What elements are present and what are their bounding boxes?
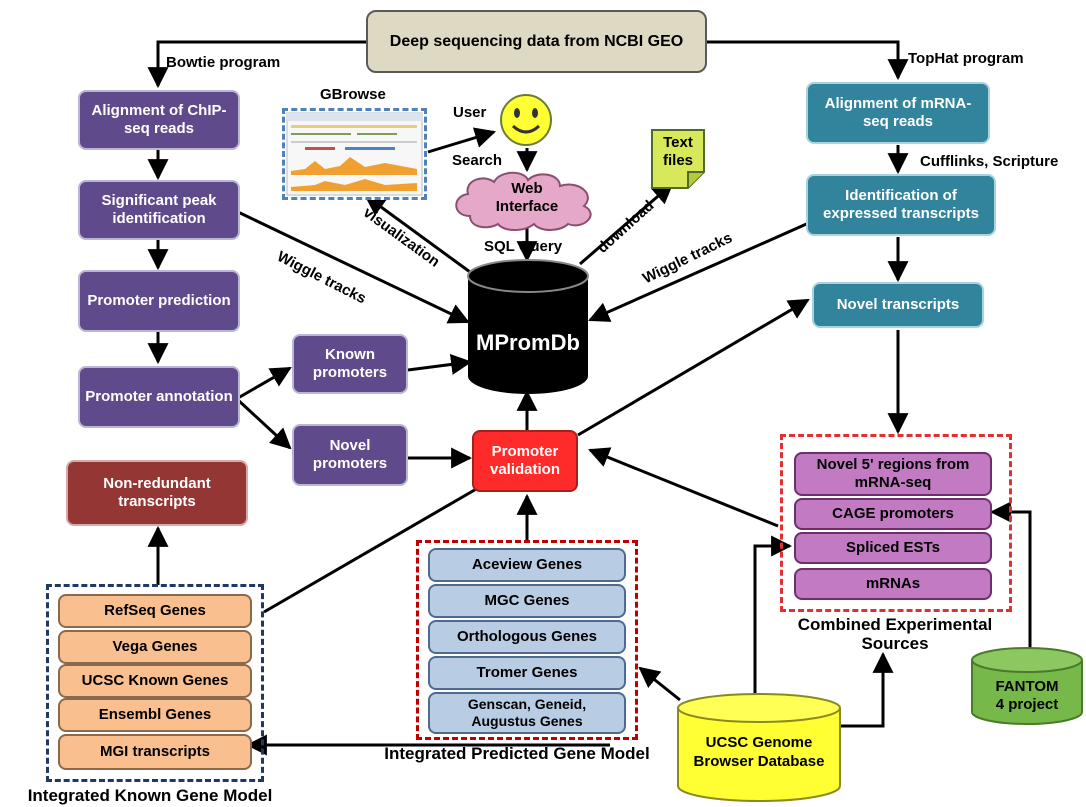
ucsc-label: UCSC Genome Browser Database [693, 734, 825, 770]
arrow-gbrowse-user [427, 127, 497, 154]
arrow-bowtie [147, 40, 366, 89]
fantom-cylinder-icon [971, 647, 1083, 725]
arrow-wiggle-right [588, 208, 839, 322]
database-cylinder-icon [467, 259, 589, 394]
gbrowse-thumbnail-icon [286, 112, 423, 196]
arrow-download [579, 182, 674, 266]
known-item-ensembl: Ensembl Genes [58, 698, 252, 732]
fantom-label: FANTOM 4 project [995, 678, 1059, 713]
pred-item-orthologous: Orthologous Genes [428, 620, 626, 654]
cloud-icon [455, 171, 592, 231]
predicted-group [416, 540, 638, 740]
arrow-tophat [707, 40, 909, 81]
arrow-val-novel-transcripts [577, 298, 810, 437]
box-promoter-validation: Promoter validation [472, 430, 578, 492]
db-label: MPromDb [476, 330, 580, 355]
box-promoter-annotation: Promoter annotation [78, 366, 240, 428]
label-user: User [453, 104, 487, 121]
label-gbrowse: GBrowse [320, 86, 386, 103]
text-files-label: Text files [662, 134, 693, 169]
text-file-icon [651, 129, 705, 189]
label-bowtie: Bowtie program [166, 54, 281, 71]
predicted-title: Integrated Predicted Gene Model [384, 744, 650, 763]
box-alignment-mrna: Alignment of mRNA-seq reads [806, 82, 990, 144]
pred-item-mgc: MGC Genes [428, 584, 626, 618]
known-title: Integrated Known Gene Model [27, 786, 273, 805]
experimental-group [780, 434, 1012, 612]
web-interface-label: Web Interface [495, 180, 559, 215]
line-known-val [263, 486, 479, 614]
known-item-vega: Vega Genes [58, 630, 252, 664]
box-known-promoters: Known promoters [292, 334, 408, 394]
arrow-exp-val [588, 447, 779, 528]
label-sql-query: SQL Query [484, 238, 563, 255]
ucsc-cylinder-icon [677, 693, 841, 802]
experimental-title: Combined Experimental Sources [797, 615, 993, 653]
source-ncbi-geo: Deep sequencing data from NCBI GEO [366, 10, 707, 73]
label-search: Search [452, 152, 503, 169]
known-group [46, 584, 264, 782]
arrow-known [237, 366, 292, 400]
box-novel-promoters: Novel promoters [292, 424, 408, 486]
box-significant-peak: Significant peak identification [78, 180, 240, 240]
known-item-mgi: MGI transcripts [58, 734, 252, 770]
label-tophat: TopHat program [908, 50, 1024, 67]
arrow-novel [236, 398, 292, 450]
pred-item-tromer: Tromer Genes [428, 656, 626, 690]
arrow-wiggle-left [237, 210, 470, 324]
exp-item-ests: Spliced ESTs [794, 532, 992, 564]
box-promoter-prediction: Promoter prediction [78, 270, 240, 332]
arrow-ucsc-exp [840, 651, 894, 728]
exp-item-mrnas: mRNAs [794, 568, 992, 600]
arrow-ucsc-pred [638, 666, 681, 702]
known-item-ucsc: UCSC Known Genes [58, 664, 252, 698]
arrow-known-db [407, 354, 473, 375]
pred-item-genscan: Genscan, Geneid, Augustus Genes [428, 692, 626, 734]
gbrowse-panel [282, 108, 427, 200]
label-cufflinks: Cufflinks, Scripture [920, 153, 1059, 170]
exp-item-novel5: Novel 5' regions from mRNA-seq [794, 452, 992, 496]
user-smiley-icon [500, 94, 552, 146]
box-novel-transcripts: Novel transcripts [812, 282, 984, 328]
arrow-ucsc-ests [753, 535, 793, 700]
arrow-fantom-cage [989, 501, 1032, 652]
box-non-redundant: Non-redundant transcripts [66, 460, 248, 526]
pred-item-aceview: Aceview Genes [428, 548, 626, 582]
known-item-refseq: RefSeq Genes [58, 594, 252, 628]
exp-item-cage: CAGE promoters [794, 498, 992, 530]
box-alignment-chip: Alignment of ChIP-seq reads [78, 90, 240, 150]
arrow-visualization [364, 194, 471, 274]
box-expressed-transcripts: Identification of expressed transcripts [806, 174, 996, 236]
